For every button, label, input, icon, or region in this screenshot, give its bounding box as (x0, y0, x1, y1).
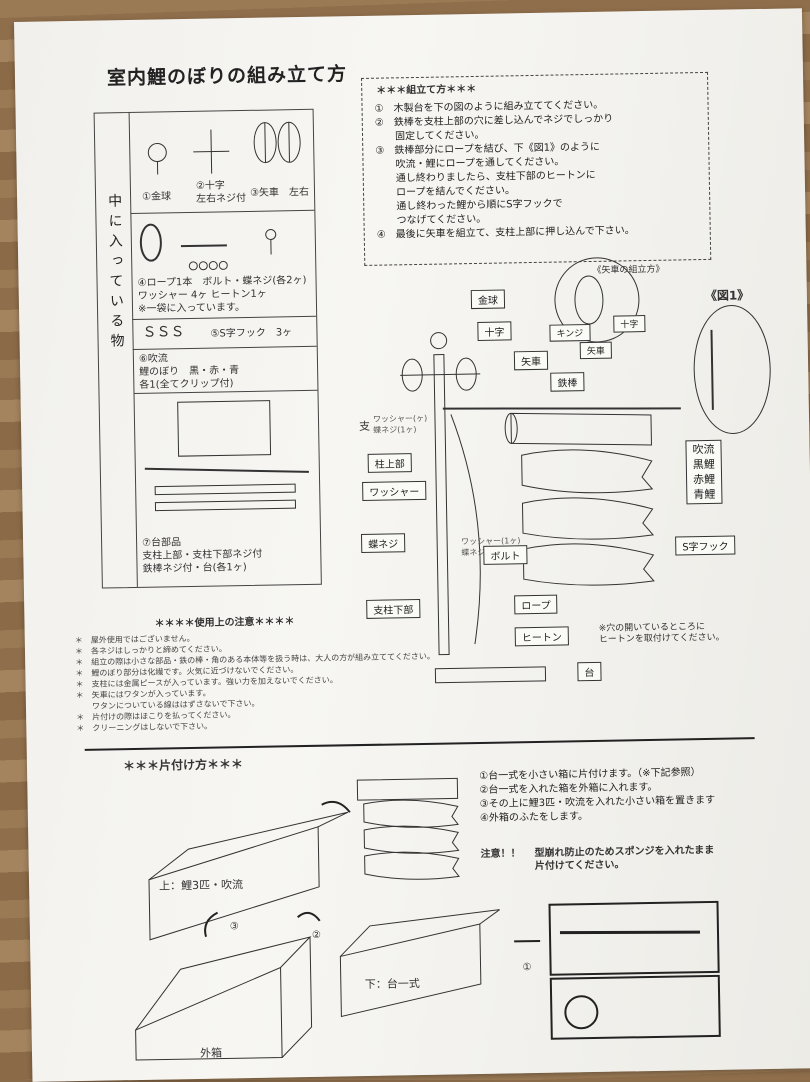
caution-header: ＊＊＊＊使用上の注意＊＊＊＊ (154, 615, 294, 630)
label-juji2: 十字 (613, 315, 645, 333)
item-s-hook: ⑤S字フック 3ヶ (210, 326, 292, 340)
label-chuujoubu: 柱上部 (368, 453, 412, 473)
label-yaguruma-title: 《矢車の組立方》 (592, 265, 664, 277)
item-kinkyu: ①金球 (142, 190, 171, 204)
label-koi-list: 吹流 黒鯉 赤鯉 青鯉 (685, 440, 722, 505)
instruction-sheet: 室内鯉のぼりの組み立て方 中に入っている物 ①金球 ②十字 左右ネジ付 ③矢車 … (14, 8, 810, 1082)
contents-side-label: 中に入っている物 (104, 193, 127, 353)
box-bottom-label: 下：台一式 (365, 977, 420, 991)
parts-row5-svg (134, 394, 320, 537)
assembly-header: ＊＊＊組立て方＊＊＊ (376, 79, 721, 99)
label-dai: 台 (577, 662, 601, 681)
assembly-steps: ① 木製台を下の図のように組み立ててください。 ② 鉄棒を支柱上部の穴に差し込ん… (374, 98, 632, 117)
s-hook-glyphs: ＳＳＳ (142, 326, 184, 340)
label-rope: ロープ (514, 595, 558, 615)
label-small-top: ワッシャー(ヶ) 蝶ネジ(1ヶ) (373, 413, 428, 436)
box-outer-label: 外箱 (200, 1047, 222, 1060)
label-juji: 十字 (477, 321, 511, 341)
page-title: 室内鯉のぼりの組み立て方 (107, 68, 347, 85)
item-koi: ⑥吹流 鯉のぼり 黒・赤・青 各1(全てクリップ付) (139, 351, 240, 392)
caution-list: ＊ 屋外使用ではございません。 ＊ 各ネジはしっかりと締めてください。 ＊ 組立… (75, 629, 436, 734)
box-top-label: 上：鯉3匹・吹流 (159, 878, 243, 892)
contents-table: 中に入っている物 ①金球 ②十字 左右ネジ付 ③矢車 左右 (94, 109, 322, 589)
label-bolt: ボルト (483, 545, 527, 565)
item-yaguruma: ③矢車 左右 (250, 186, 309, 200)
label-heaton: ヒートン (515, 626, 569, 646)
storage-diagram (87, 749, 792, 1061)
label-shiji-kabu: 支柱下部 (366, 599, 420, 619)
step-num-2: ② (312, 929, 321, 942)
assembly-instructions-box: ＊＊＊組立て方＊＊＊ ① 木製台を下の図のように組み立ててください。 ② 鉄棒を… (361, 72, 711, 266)
item-rope-set: ④ロープ1本 ボルト・蝶ネジ(各2ヶ) ワッシャー 4ヶ ヒートン1ヶ ※一袋に… (137, 274, 307, 316)
label-yaguruma: 矢車 (514, 351, 548, 371)
label-choneji: 蝶ネジ (361, 533, 405, 553)
item-base-parts: ⑦台部品 支柱上部・支柱下部ネジ付 鉄棒ネジ付・台(各1ヶ) (142, 535, 263, 576)
label-kinkyu: 金球 (471, 289, 505, 309)
section-divider (85, 737, 755, 751)
step-num-3: ③ (230, 920, 239, 933)
step-num-1: ① (522, 961, 531, 974)
label-fig1: 《図1》 (705, 289, 750, 303)
label-kinji: キンジ (549, 324, 590, 342)
label-s-hook: S字フック (675, 535, 736, 555)
label-yaguruma2: 矢車 (580, 342, 612, 360)
label-heaton-note: ※穴の開いているところに ヒートンを取付けてください。 (599, 622, 725, 646)
label-tetsubo: 鉄棒 (550, 372, 584, 392)
item-juji: ②十字 左右ネジ付 (196, 179, 246, 206)
label-washer: ワッシャー (362, 481, 426, 501)
label-shi: 支 (359, 420, 370, 433)
